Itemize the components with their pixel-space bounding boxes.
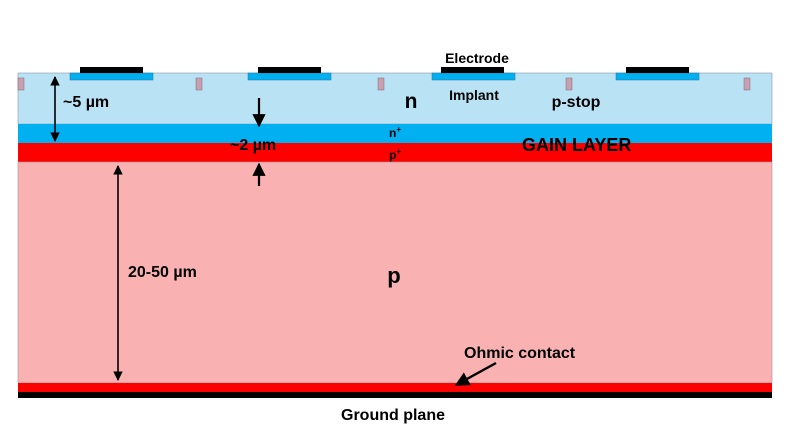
p-stop [195, 77, 203, 91]
p-stop [565, 77, 573, 91]
electrode-label: Electrode [445, 50, 509, 66]
n-region-label: n [405, 90, 418, 113]
ohmic-contact-arrow [454, 361, 497, 387]
n-plus-label: n+ [389, 125, 401, 140]
p-plus-label: p+ [389, 147, 401, 162]
ohmic-contact-layer [18, 383, 772, 392]
electrode [80, 67, 143, 73]
p-stop-label: p-stop [552, 94, 601, 111]
electrode [258, 67, 321, 73]
implant [431, 72, 516, 81]
ground-plane [18, 392, 772, 398]
p-bulk-label: p [387, 263, 400, 288]
p-plus-layer [18, 143, 772, 162]
n-region [17, 72, 773, 125]
implant [247, 72, 332, 81]
gain-layer-label: GAIN LAYER [522, 135, 631, 155]
implant-label: Implant [449, 87, 499, 103]
electrode [626, 67, 689, 73]
n-thickness-label: ~5 µm [63, 94, 109, 111]
ground-plane-label: Ground plane [341, 407, 445, 424]
implant [69, 72, 154, 81]
gain-thickness-label: ~2 µm [230, 137, 276, 154]
bulk-thickness-label: 20-50 µm [128, 264, 197, 281]
p-stop [377, 77, 385, 91]
p-stop [743, 77, 751, 91]
ohmic-contact-label: Ohmic contact [464, 345, 576, 362]
p-stop [17, 77, 25, 91]
n-plus-layer [18, 124, 772, 143]
electrode [441, 67, 504, 73]
implant [615, 72, 700, 81]
p-bulk [17, 161, 773, 384]
